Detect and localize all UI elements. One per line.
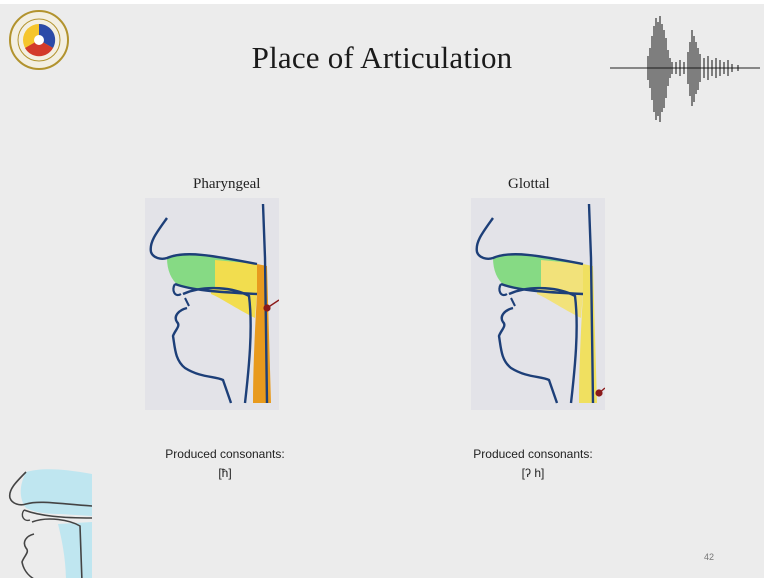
slide: Place of Articulation Pharyngeal Produce… — [0, 4, 764, 578]
glottal-diagram — [471, 198, 605, 410]
pharyngeal-diagram — [145, 198, 279, 410]
vocal-tract-icon — [0, 464, 92, 578]
pharyngeal-heading: Pharyngeal — [193, 176, 260, 193]
page-number: 42 — [704, 552, 714, 562]
glottal-consonants-value: [ʔ h] — [458, 466, 608, 480]
slide-title: Place of Articulation — [0, 40, 764, 76]
pharyngeal-consonants-label: Produced consonants: — [150, 447, 300, 461]
glottal-consonants-label: Produced consonants: — [458, 447, 608, 461]
pharyngeal-consonants-value: [ħ] — [150, 466, 300, 480]
glottal-heading: Glottal — [508, 176, 550, 193]
